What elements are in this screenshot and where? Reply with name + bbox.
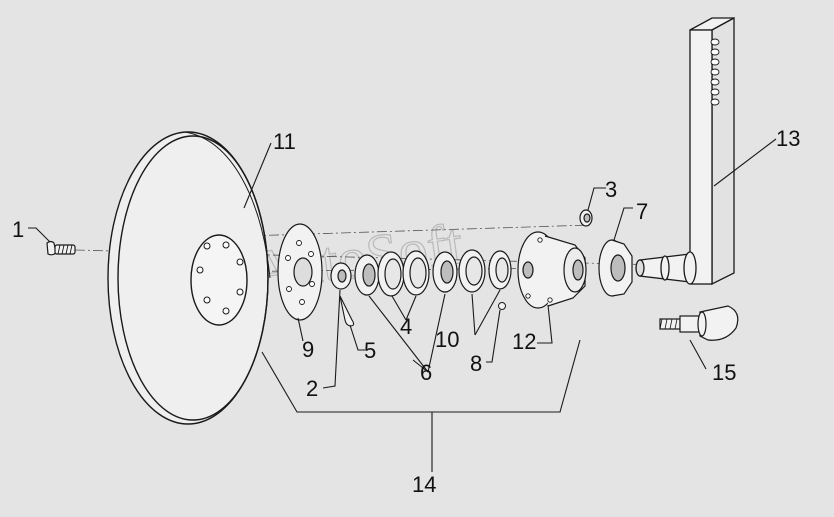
callout-2: 2 (306, 376, 318, 401)
flange-plate (277, 223, 323, 321)
grease-fitting (498, 302, 506, 310)
callout-10: 10 (435, 327, 459, 352)
callout-14: 14 (412, 472, 436, 497)
callout-8: 8 (470, 351, 482, 376)
bearing-set (354, 249, 512, 297)
seal-housing (598, 239, 633, 297)
leader-lines (28, 138, 777, 472)
disc-blade (107, 131, 271, 425)
callout-6: 6 (420, 360, 432, 385)
callout-9: 9 (302, 337, 314, 362)
callout-3: 3 (605, 177, 617, 202)
callout-7: 7 (636, 199, 648, 224)
callout-12: 12 (512, 329, 536, 354)
callout-1: 1 (12, 217, 24, 242)
castle-nut (330, 262, 352, 290)
cotter-pin (339, 295, 355, 327)
callout-11: 11 (273, 129, 296, 154)
callout-4: 4 (400, 314, 412, 339)
bolt (46, 240, 76, 256)
callout-15: 15 (712, 360, 736, 385)
callout-13: 13 (776, 126, 800, 151)
dust-cap (579, 209, 593, 227)
callout-labels: 1 2 3 4 5 6 7 8 9 10 11 12 13 14 15 (12, 126, 800, 497)
hub (517, 231, 587, 309)
disc-arm (635, 16, 735, 286)
callout-5: 5 (364, 338, 376, 363)
spindle-shaft (659, 305, 739, 341)
